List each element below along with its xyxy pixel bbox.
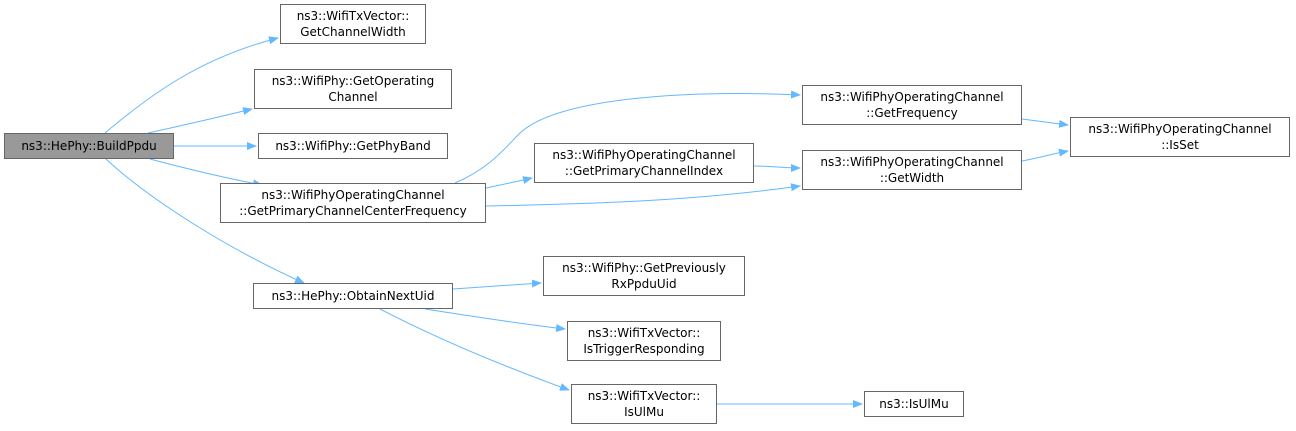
node-label-line: ::GetPrimaryChannelIndex: [564, 164, 724, 178]
edge-get-primary-channel-center-frequency-to-get-primary-channel-index: [485, 176, 533, 189]
edge-build-ppdu-to-get-operating-channel: [147, 107, 253, 134]
edge-build-ppdu-to-obtain-next-uid: [105, 158, 305, 284]
node-get-primary-channel-index[interactable]: ns3::WifiPhyOperatingChannel::GetPrimary…: [534, 143, 754, 183]
node-label-line: ns3::HePhy::BuildPpdu: [21, 139, 157, 153]
node-label-line: ns3::WifiTxVector::: [296, 9, 410, 23]
edge-obtain-next-uid-to-is-ul-mu-vector: [379, 308, 570, 391]
node-label-line: ns3::WifiTxVector::: [587, 326, 701, 340]
edge-obtain-next-uid-to-get-previously-rx-ppdu-uid: [452, 279, 542, 290]
node-label-line: ns3::WifiPhy::GetPhyBand: [275, 139, 431, 153]
node-label-line: ::GetPrimaryChannelCenterFrequency: [239, 204, 467, 218]
node-is-ul-mu-vector[interactable]: ns3::WifiTxVector::IsUlMu: [571, 384, 717, 424]
edge-build-ppdu-to-get-channel-width: [104, 36, 279, 134]
node-label-line: ns3::WifiTxVector::: [587, 389, 701, 403]
node-label-line: IsUlMu: [624, 405, 664, 419]
node-is-trigger-responding[interactable]: ns3::WifiTxVector::IsTriggerResponding: [567, 321, 721, 361]
node-label-line: ns3::WifiPhyOperatingChannel: [820, 155, 1004, 169]
edge-get-primary-channel-center-frequency-to-get-frequency: [454, 90, 801, 184]
edge-get-primary-channel-center-frequency-to-get-width: [485, 183, 801, 207]
node-get-phy-band[interactable]: ns3::WifiPhy::GetPhyBand: [258, 133, 448, 159]
node-label-line: ns3::WifiPhyOperatingChannel: [261, 188, 445, 202]
node-label-line: GetChannelWidth: [300, 25, 406, 39]
node-label-line: ::GetWidth: [879, 171, 945, 185]
node-label-line: Channel: [328, 90, 378, 104]
node-label-line: IsTriggerResponding: [583, 342, 705, 356]
node-is-ul-mu[interactable]: ns3::IsUlMu: [864, 391, 964, 417]
edge-build-ppdu-to-get-primary-channel-center-frequency: [149, 158, 263, 188]
edge-obtain-next-uid-to-is-trigger-responding: [424, 308, 566, 332]
node-get-width[interactable]: ns3::WifiPhyOperatingChannel::GetWidth: [802, 150, 1022, 190]
node-label-line: ::IsSet: [1161, 138, 1199, 152]
node-label-line: ns3::WifiPhyOperatingChannel: [820, 90, 1004, 104]
node-label-line: RxPpduUid: [611, 277, 677, 291]
edge-get-primary-channel-index-to-get-width: [753, 163, 801, 172]
node-get-frequency[interactable]: ns3::WifiPhyOperatingChannel::GetFrequen…: [802, 85, 1022, 125]
node-get-channel-width[interactable]: ns3::WifiTxVector::GetChannelWidth: [280, 4, 426, 44]
node-label-line: ns3::WifiPhyOperatingChannel: [1088, 122, 1272, 136]
edge-get-width-to-is-set: [1021, 148, 1069, 162]
edge-get-frequency-to-is-set: [1021, 118, 1069, 128]
node-is-set[interactable]: ns3::WifiPhyOperatingChannel::IsSet: [1070, 117, 1290, 157]
node-label-line: ns3::WifiPhy::GetOperating: [271, 74, 435, 88]
node-label-line: ns3::WifiPhyOperatingChannel: [552, 148, 736, 162]
node-build-ppdu: ns3::HePhy::BuildPpdu: [4, 133, 174, 159]
node-label-line: ns3::IsUlMu: [879, 397, 949, 411]
node-label-line: ::GetFrequency: [866, 106, 958, 120]
node-label-line: ns3::WifiPhy::GetPreviously: [562, 261, 726, 275]
node-label-line: ns3::HePhy::ObtainNextUid: [271, 289, 435, 303]
node-get-primary-channel-center-frequency[interactable]: ns3::WifiPhyOperatingChannel::GetPrimary…: [220, 183, 486, 223]
node-obtain-next-uid[interactable]: ns3::HePhy::ObtainNextUid: [253, 283, 453, 309]
